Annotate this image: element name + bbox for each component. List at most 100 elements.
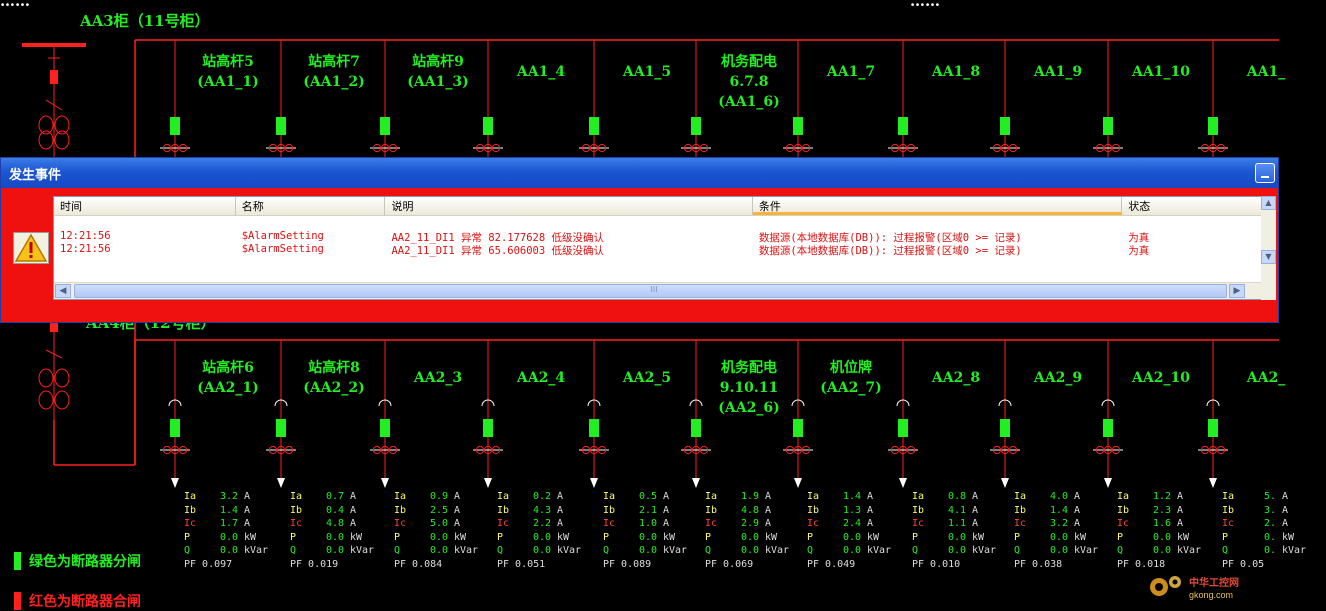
- ct-ring: [906, 445, 916, 455]
- measure-unit: A: [244, 518, 251, 529]
- breaker-symbol: [793, 117, 803, 135]
- measure-unit: A: [1074, 491, 1081, 502]
- breaker-symbol: [793, 419, 803, 437]
- measure-unit: kW: [1177, 531, 1190, 543]
- measure-value-ic: 2.: [1263, 518, 1276, 529]
- bottom-section: [134, 339, 1279, 488]
- measure-name: P: [603, 531, 610, 543]
- top-feeder-label-9: AA1_9: [998, 62, 1118, 82]
- feeder-arrow: [484, 478, 492, 488]
- measure-value-ia: 0.2: [532, 491, 551, 502]
- ct-ring: [284, 143, 294, 153]
- measure-name: Ib: [497, 504, 510, 516]
- measure-value-ic: 2.4: [842, 518, 861, 529]
- breaker-symbol: [1000, 419, 1010, 437]
- watermark-text: 中华工控网: [1189, 576, 1239, 589]
- ct-ring: [1216, 143, 1226, 153]
- ct-ring: [589, 445, 599, 455]
- feeder-label-line: AA1_10: [1132, 64, 1190, 80]
- feeder-label-line: AA1_8: [931, 64, 981, 80]
- top-feeder-5: [579, 40, 609, 157]
- measure-unit: A: [1282, 518, 1289, 529]
- scroll-down-button[interactable]: ▼: [1261, 250, 1276, 264]
- scroll-right-button[interactable]: ▶: [1229, 284, 1245, 298]
- event-cell-cond: 数据源(本地数据库(DB)): 过程报警(区域0 >= 记录): [758, 232, 1022, 244]
- ct-ring: [683, 143, 693, 153]
- column-header-condition[interactable]: 条件: [752, 197, 1123, 215]
- top-feeder-2: [266, 40, 296, 157]
- measure-name: Ib: [394, 504, 407, 516]
- measure-unit: A: [1177, 504, 1184, 516]
- measure-unit: A: [972, 518, 979, 529]
- measure-value-ic: 1.1: [947, 518, 966, 529]
- measure-name: Q: [1222, 545, 1229, 556]
- column-header-desc[interactable]: 说明: [385, 197, 753, 215]
- measure-unit: kW: [1074, 531, 1087, 543]
- pf-value: 0.038: [1032, 558, 1063, 570]
- top-feeder-10: [1093, 40, 1123, 157]
- event-window[interactable]: 发生事件 时间 名称 说明 条件 状态 12:21:56$AlarmSettin…: [0, 157, 1279, 323]
- minimize-button[interactable]: [1255, 163, 1275, 183]
- horizontal-scroll-thumb[interactable]: III: [74, 284, 1227, 298]
- switch-arc: [378, 399, 392, 407]
- ct-ring: [1000, 143, 1010, 153]
- measure-name: Ib: [1222, 504, 1235, 516]
- ct-ring: [483, 143, 493, 153]
- column-header-time[interactable]: 时间: [54, 197, 236, 215]
- scroll-up-button[interactable]: ▲: [1261, 196, 1276, 210]
- measure-name: Ic: [603, 518, 616, 529]
- measure-unit: A: [350, 504, 357, 516]
- event-cell-state: 为真: [1128, 232, 1150, 244]
- breaker-symbol: [170, 419, 180, 437]
- measure-name: Q: [184, 545, 191, 556]
- measure-name: P: [1117, 531, 1124, 543]
- measure-value-q: 0.: [1263, 545, 1276, 556]
- vertical-scrollbar[interactable]: ▲ ▼: [1261, 196, 1276, 300]
- top-feeder-label-1: 站高杆5(AA1_1): [168, 52, 288, 92]
- event-window-titlebar[interactable]: 发生事件: [1, 158, 1278, 188]
- measure-name: Ic: [1117, 518, 1130, 529]
- scroll-left-button[interactable]: ◀: [55, 284, 71, 298]
- measure-value-ib: 4.1: [947, 504, 966, 516]
- measure-name: P: [912, 531, 919, 543]
- measure-value-ib: 4.8: [740, 504, 759, 516]
- measure-unit: kW: [972, 531, 985, 543]
- horizontal-scrollbar[interactable]: ◀ III ▶: [54, 282, 1263, 299]
- bottom-feeder-label-4: AA2_4: [481, 368, 601, 388]
- ct-ring: [178, 445, 188, 455]
- measure-unit: kVar: [454, 545, 479, 556]
- measure-value-p: 0.0: [219, 531, 238, 543]
- pf-value: 0.019: [308, 558, 339, 570]
- measure-name: Ib: [603, 504, 616, 516]
- ct-ring: [170, 143, 180, 153]
- column-header-state[interactable]: 状态: [1128, 200, 1151, 213]
- measure-value-q: 0.0: [947, 545, 966, 556]
- ct-ring: [1103, 143, 1113, 153]
- pf-label: PF: [807, 558, 820, 570]
- measure-name: Q: [1014, 545, 1021, 556]
- pt-ring: [38, 368, 54, 388]
- feeder-label-line: (AA1_2): [303, 74, 365, 90]
- measure-value-ia: 0.7: [325, 491, 344, 502]
- measure-name: Ib: [807, 504, 820, 516]
- event-cell-time: 12:21:56: [60, 230, 111, 242]
- pt-ring: [54, 368, 70, 388]
- feeder-arrow: [692, 478, 700, 488]
- pf-value: 0.049: [825, 558, 856, 570]
- column-header-name[interactable]: 名称: [236, 197, 386, 215]
- bottom-feeder-5: [579, 340, 609, 488]
- ct-ring: [162, 445, 172, 455]
- switch-arc: [689, 399, 703, 407]
- pf-label: PF: [184, 558, 197, 570]
- ct-ring: [1008, 445, 1018, 455]
- measure-value-p: 0.0: [740, 531, 759, 543]
- measure-name: Ic: [394, 518, 407, 529]
